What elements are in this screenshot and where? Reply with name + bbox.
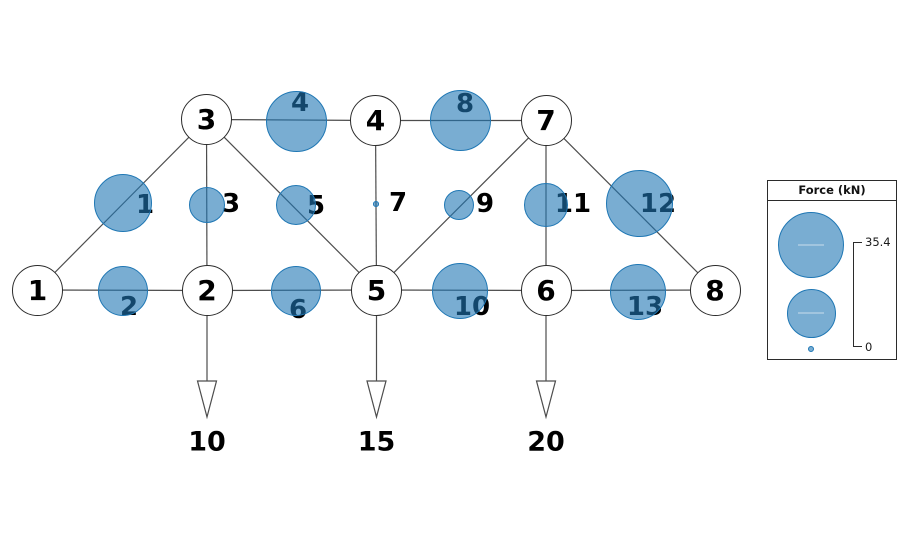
force-legend: Force (kN) 35.4 0 xyxy=(767,180,897,360)
legend-bubble-max xyxy=(778,212,844,278)
member-10-force-bubble xyxy=(432,263,488,319)
member-1-force-bubble xyxy=(94,174,152,232)
member-7-force-bubble xyxy=(373,201,379,207)
node-4: 4 xyxy=(350,95,401,146)
member-8-force-bubble xyxy=(429,89,491,151)
legend-body: 35.4 0 xyxy=(768,181,896,359)
node-8: 8 xyxy=(689,264,741,316)
member-11-force-bubble xyxy=(523,183,568,227)
member-6-force-bubble xyxy=(271,266,321,316)
legend-handle-line xyxy=(798,244,824,246)
load-arrowhead-node-2 xyxy=(196,380,218,420)
load-value-node-2: 10 xyxy=(188,426,226,458)
member-3-label: 3 xyxy=(221,189,241,219)
legend-bubble-min xyxy=(808,345,814,352)
member-9-force-bubble xyxy=(444,190,474,220)
member-3-force-bubble xyxy=(189,187,225,223)
member-13-force-bubble xyxy=(610,264,666,320)
member-5-force-bubble xyxy=(276,185,316,225)
member-12-force-bubble xyxy=(605,170,673,237)
load-arrowhead-node-5 xyxy=(366,380,387,420)
legend-min-label: 0 xyxy=(865,339,873,354)
member-2-force-bubble xyxy=(98,266,148,316)
member-7-label: 7 xyxy=(388,188,408,218)
legend-bubble-mid xyxy=(786,288,836,338)
load-value-node-6: 20 xyxy=(527,426,565,458)
node-7: 7 xyxy=(520,95,572,146)
member-4-force-bubble xyxy=(265,90,327,152)
node-6: 6 xyxy=(520,265,572,316)
node-2: 2 xyxy=(181,265,233,316)
legend-max-label: 35.4 xyxy=(865,235,891,249)
node-3: 3 xyxy=(181,94,232,145)
load-value-node-5: 15 xyxy=(357,426,396,458)
node-1: 1 xyxy=(12,264,63,316)
legend-title: Force (kN) xyxy=(768,181,896,201)
node-5: 5 xyxy=(351,264,402,316)
legend-handle-line xyxy=(798,312,824,314)
load-arrowhead-node-6 xyxy=(535,380,557,420)
legend-scale-bracket xyxy=(853,242,862,347)
member-9-label: 9 xyxy=(475,189,495,219)
